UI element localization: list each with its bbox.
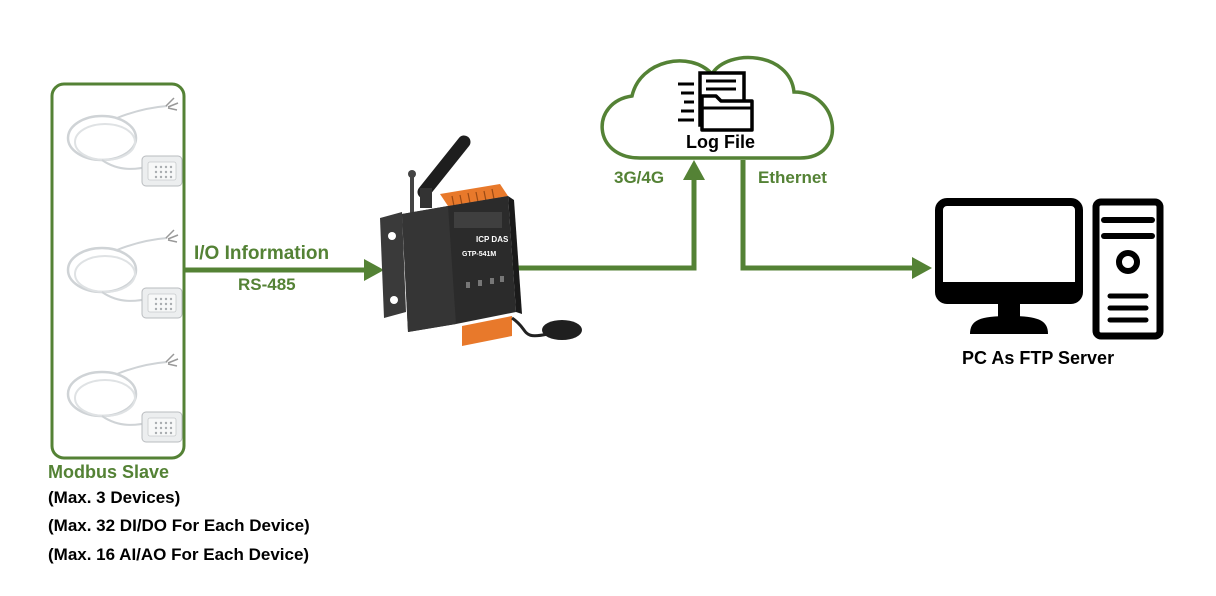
sensor-icon xyxy=(66,96,184,188)
rs485-arrowhead xyxy=(364,259,384,281)
device-brand: ICP DAS xyxy=(476,235,509,244)
ethernet-connector xyxy=(740,160,914,271)
ethernet-arrowhead xyxy=(912,257,932,279)
sensor-icon xyxy=(66,352,184,444)
device-model: GTP-541M xyxy=(462,251,496,258)
log-file-label: Log File xyxy=(686,132,755,152)
cellular-arrowhead xyxy=(683,160,705,180)
modbus-slave-label: Modbus Slave xyxy=(48,462,170,482)
max-devices-note: (Max. 3 Devices) xyxy=(48,488,181,507)
tower-pc-icon xyxy=(1092,198,1164,340)
ethernet-label: Ethernet xyxy=(758,168,827,187)
rs485-label: RS-485 xyxy=(238,275,296,294)
max-dido-note: (Max. 32 DI/DO For Each Device) xyxy=(48,516,310,535)
modbus-slave-group-border xyxy=(50,82,186,460)
folder-icon xyxy=(700,94,754,132)
sensor-icon xyxy=(66,228,184,320)
max-aiao-note: (Max. 16 AI/AO For Each Device) xyxy=(48,545,310,564)
cellular-connector xyxy=(512,178,697,271)
pc-server-label: PC As FTP Server xyxy=(962,348,1115,368)
controller-icon: ICP DAS GTP-541M xyxy=(380,135,582,346)
cellular-label: 3G/4G xyxy=(614,168,665,187)
io-information-label: I/O Information xyxy=(194,243,330,264)
monitor-icon xyxy=(935,198,1083,334)
